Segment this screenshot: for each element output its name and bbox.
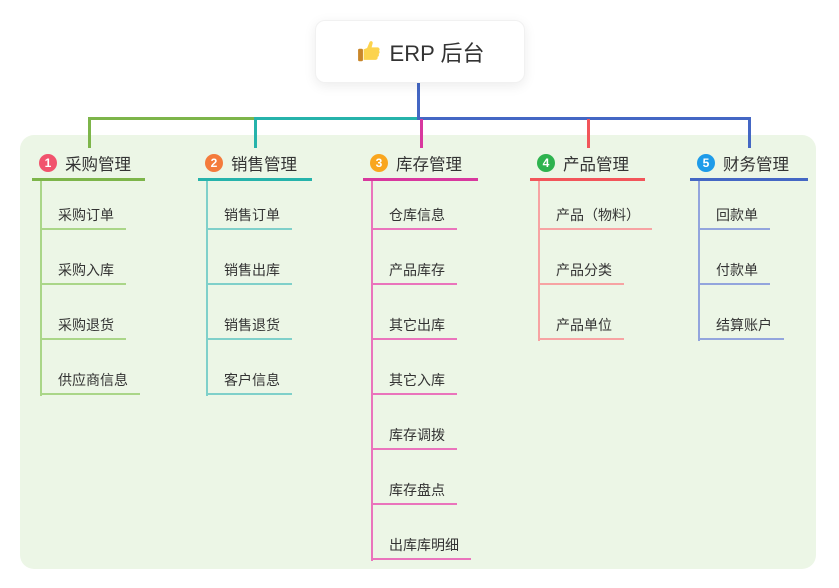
child-node[interactable]: 产品单位 bbox=[538, 313, 624, 340]
branch-number-badge: 5 bbox=[697, 153, 715, 172]
branch-label: 产品管理 bbox=[563, 155, 629, 174]
child-label: 采购退货 bbox=[58, 317, 114, 333]
root-label: ERP 后台 bbox=[389, 40, 485, 66]
child-node[interactable]: 客户信息 bbox=[206, 368, 292, 395]
branch-spine-line bbox=[538, 181, 540, 341]
child-node[interactable]: 仓库信息 bbox=[371, 203, 457, 230]
child-node[interactable]: 采购订单 bbox=[40, 203, 126, 230]
drop-line-branch-2 bbox=[254, 119, 257, 148]
drop-line-branch-4 bbox=[587, 119, 590, 148]
branch-number-badge: 3 bbox=[370, 153, 388, 172]
child-label: 销售退货 bbox=[224, 317, 280, 333]
child-label: 其它入库 bbox=[389, 372, 445, 388]
child-label: 产品库存 bbox=[389, 262, 445, 278]
child-node[interactable]: 销售订单 bbox=[206, 203, 292, 230]
root-connector-line bbox=[417, 83, 420, 120]
child-label: 库存盘点 bbox=[389, 482, 445, 498]
branch-label: 采购管理 bbox=[65, 155, 131, 174]
branch-number-badge: 1 bbox=[39, 153, 57, 172]
branch-node-2[interactable]: 2 销售管理 bbox=[198, 147, 312, 181]
child-node[interactable]: 产品库存 bbox=[371, 258, 457, 285]
branch-label: 销售管理 bbox=[231, 155, 297, 174]
child-label: 回款单 bbox=[716, 207, 758, 223]
branch-node-5[interactable]: 5 财务管理 bbox=[690, 147, 808, 181]
branches-panel bbox=[20, 135, 816, 569]
child-node[interactable]: 付款单 bbox=[698, 258, 770, 285]
thumbs-up-icon bbox=[356, 39, 381, 64]
child-label: 其它出库 bbox=[389, 317, 445, 333]
child-node[interactable]: 采购退货 bbox=[40, 313, 126, 340]
child-label: 产品（物料） bbox=[556, 207, 640, 223]
child-node[interactable]: 库存调拨 bbox=[371, 423, 457, 450]
root-node[interactable]: ERP 后台 bbox=[315, 20, 525, 83]
branch-spine-line bbox=[40, 181, 42, 396]
bus-line-blue bbox=[417, 117, 751, 120]
child-label: 产品单位 bbox=[556, 317, 612, 333]
drop-line-branch-5 bbox=[748, 119, 751, 148]
child-label: 客户信息 bbox=[224, 372, 280, 388]
branch-spine-line bbox=[698, 181, 700, 341]
branch-node-4[interactable]: 4 产品管理 bbox=[530, 147, 645, 181]
child-label: 供应商信息 bbox=[58, 372, 128, 388]
bus-line-green bbox=[88, 117, 257, 120]
bus-line-teal bbox=[254, 117, 423, 120]
branch-spine-line bbox=[371, 181, 373, 561]
child-node[interactable]: 其它出库 bbox=[371, 313, 457, 340]
child-label: 库存调拨 bbox=[389, 427, 445, 443]
child-node[interactable]: 库存盘点 bbox=[371, 478, 457, 505]
child-node[interactable]: 出库库明细 bbox=[371, 533, 471, 560]
branch-number-badge: 2 bbox=[205, 153, 223, 172]
child-label: 采购订单 bbox=[58, 207, 114, 223]
child-label: 采购入库 bbox=[58, 262, 114, 278]
child-node[interactable]: 销售退货 bbox=[206, 313, 292, 340]
child-label: 付款单 bbox=[716, 262, 758, 278]
child-node[interactable]: 其它入库 bbox=[371, 368, 457, 395]
branch-number-badge: 4 bbox=[537, 153, 555, 172]
drop-line-branch-3 bbox=[420, 119, 423, 148]
child-label: 销售出库 bbox=[224, 262, 280, 278]
branch-spine-line bbox=[206, 181, 208, 396]
branch-label: 财务管理 bbox=[723, 155, 789, 174]
branch-node-1[interactable]: 1 采购管理 bbox=[32, 147, 145, 181]
child-label: 产品分类 bbox=[556, 262, 612, 278]
child-label: 销售订单 bbox=[224, 207, 280, 223]
child-node[interactable]: 供应商信息 bbox=[40, 368, 140, 395]
child-label: 出库库明细 bbox=[389, 537, 459, 553]
drop-line-branch-1 bbox=[88, 119, 91, 148]
child-node[interactable]: 回款单 bbox=[698, 203, 770, 230]
child-node[interactable]: 销售出库 bbox=[206, 258, 292, 285]
branch-label: 库存管理 bbox=[396, 155, 462, 174]
child-node[interactable]: 产品分类 bbox=[538, 258, 624, 285]
branch-node-3[interactable]: 3 库存管理 bbox=[363, 147, 478, 181]
child-node[interactable]: 产品（物料） bbox=[538, 203, 652, 230]
child-label: 仓库信息 bbox=[389, 207, 445, 223]
child-node[interactable]: 结算账户 bbox=[698, 313, 784, 340]
child-label: 结算账户 bbox=[716, 317, 772, 333]
child-node[interactable]: 采购入库 bbox=[40, 258, 126, 285]
